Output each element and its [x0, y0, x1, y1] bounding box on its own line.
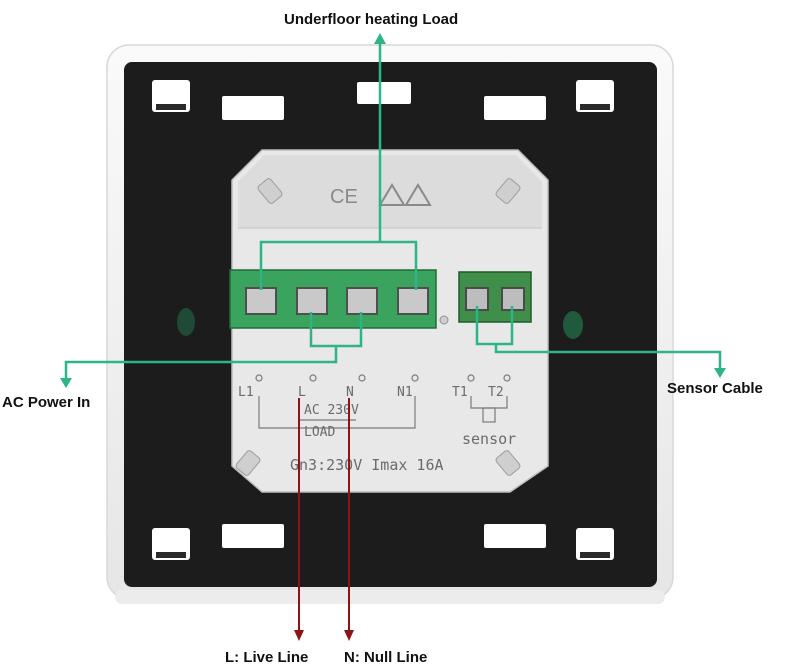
housing-top-band	[238, 155, 542, 228]
leader-arrowheads	[60, 33, 726, 388]
red-arrowheads	[294, 630, 354, 641]
rating-label: Gn3:230V Imax 16A	[290, 456, 444, 474]
ac-power-in-callout: AC Power In	[2, 394, 91, 411]
right-indicator	[563, 311, 583, 339]
sensor-print-label: sensor	[462, 430, 516, 448]
terminal-t1-label: T1	[452, 385, 468, 400]
terminal-markers	[255, 374, 511, 382]
housing-screw	[439, 315, 449, 325]
terminal-n1-label: N1	[397, 385, 413, 400]
terminal-l1-label: L1	[238, 385, 254, 400]
triangle-mark-2	[404, 183, 432, 206]
load-label: LOAD	[304, 425, 335, 440]
left-indicator	[177, 308, 195, 336]
mounting-slots	[222, 82, 546, 548]
housing-lugs	[235, 178, 521, 476]
terminal-n-label: N	[346, 385, 354, 400]
corner-clip-shadows	[156, 104, 610, 558]
plate-shadow	[115, 590, 665, 604]
printed-wiring-lines	[258, 396, 508, 429]
power-terminal-ports	[245, 287, 429, 315]
triangle-mark-1	[378, 183, 406, 206]
terminal-t2-label: T2	[488, 385, 504, 400]
null-line-callout: N: Null Line	[344, 649, 428, 666]
live-line-callout: L: Live Line	[225, 649, 309, 666]
red-leader-lines	[298, 398, 350, 632]
sensor-cable-callout: Sensor Cable	[667, 380, 763, 397]
leader-lines	[64, 42, 722, 380]
terminal-l-label: L	[298, 385, 306, 400]
ac-voltage-label: AC 230V	[304, 403, 359, 418]
ce-mark: CE	[330, 186, 358, 208]
underfloor-load-callout: Underfloor heating Load	[284, 11, 459, 28]
